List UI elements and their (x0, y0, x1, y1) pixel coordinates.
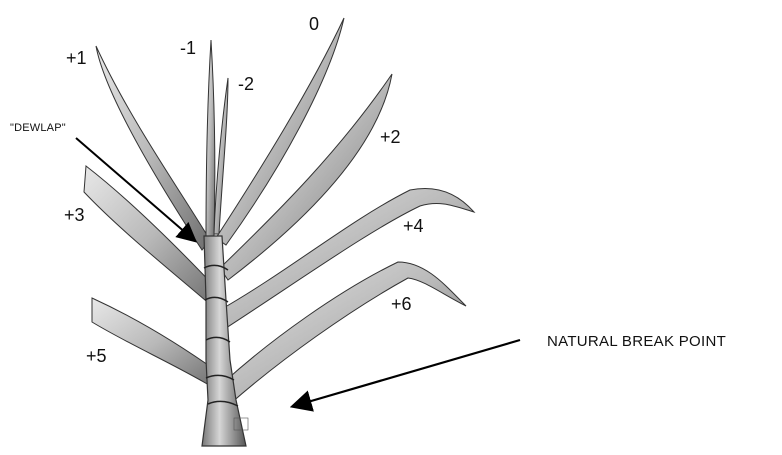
natural-break-point-label: NATURAL BREAK POINT (547, 333, 726, 350)
label-leaf-plus-6: +6 (391, 294, 412, 315)
break-point-arrow (294, 340, 520, 406)
dewlap-label: "DEWLAP" (10, 122, 66, 134)
label-leaf-plus-5: +5 (86, 346, 107, 367)
label-leaf-minus-2: -2 (238, 74, 254, 95)
label-leaf-plus-2: +2 (380, 127, 401, 148)
leaf-minus-1 (206, 40, 215, 236)
leaf-plus-5 (92, 298, 218, 388)
leaf-plus-6 (222, 262, 466, 404)
label-leaf-minus-1: -1 (180, 38, 196, 59)
label-leaf-plus-4: +4 (403, 216, 424, 237)
leaf-minus-2 (214, 78, 228, 234)
label-leaf-zero: 0 (309, 14, 319, 35)
label-leaf-plus-1: +1 (66, 48, 87, 69)
label-leaf-plus-3: +3 (64, 205, 85, 226)
